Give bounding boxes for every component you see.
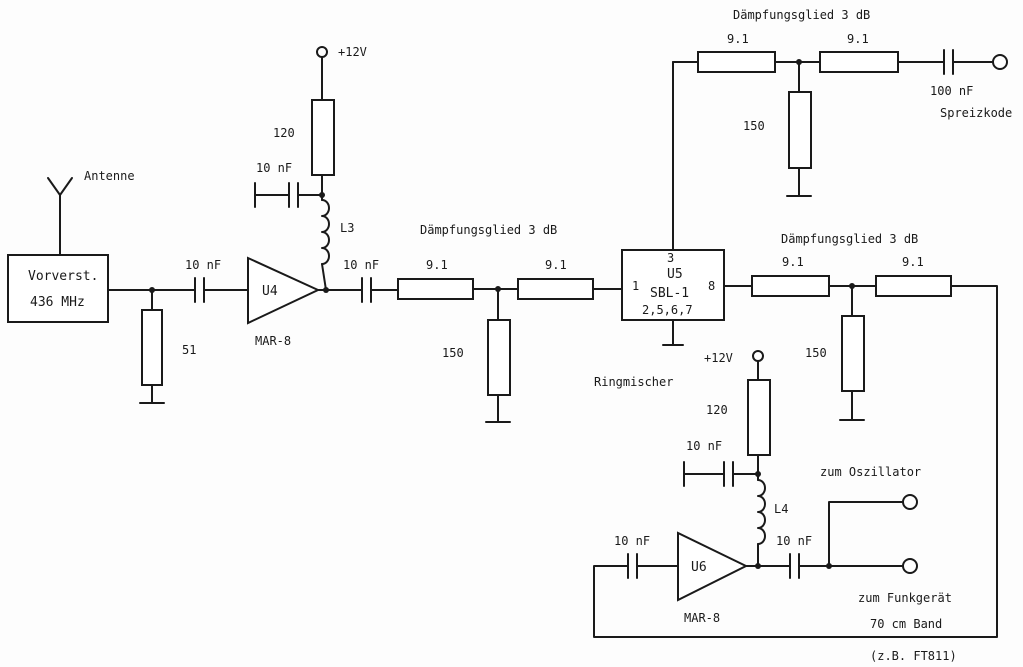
spread-code-terminal [992, 54, 1008, 70]
capacitor-u6-input [627, 553, 679, 579]
capacitor-u6-output-label: 10 nF [776, 534, 812, 548]
feedback-wire [593, 285, 998, 638]
capacitor-spread-code-label: 100 nF [930, 84, 973, 98]
u5-label: U5 [667, 267, 683, 282]
amplifier-u6 [677, 531, 749, 602]
resistor-51 [139, 289, 165, 404]
to-radio-label: zum Funkgerät [858, 591, 952, 605]
sbl1-label: SBL-1 [650, 286, 689, 301]
resistor-51-label: 51 [182, 343, 196, 357]
attenuator-2-resistor-c [788, 91, 812, 169]
preamp-label-1: Vorverst. [28, 269, 98, 284]
attenuator-1-resistor-c-label: 150 [442, 346, 464, 360]
vcc-b-label: +12V [704, 351, 733, 365]
antenna-label: Antenne [84, 169, 135, 183]
capacitor-u6-input-label: 10 nF [614, 534, 650, 548]
vcc-terminal-b [752, 350, 764, 362]
inductor-l4-label: L4 [774, 502, 788, 516]
attenuator-2-resistor-a [697, 51, 776, 73]
attenuator-2-resistor-b-label: 9.1 [847, 32, 869, 46]
pin-1-label: 1 [632, 279, 639, 293]
inductor-l3 [321, 194, 330, 291]
capacitor-decoupling-b [683, 461, 759, 487]
attenuator-3-resistor-b-label: 9.1 [902, 255, 924, 269]
capacitor-u6-output [789, 553, 904, 579]
capacitor-input [194, 277, 249, 303]
to-oscillator-label: zum Oszillator [820, 465, 921, 479]
attenuator-1-resistor-b [517, 278, 594, 300]
band-label: 70 cm Band [870, 617, 942, 631]
resistor-120-b [747, 379, 771, 456]
capacitor-spread-code [897, 49, 994, 75]
attenuator-1-resistor-c [487, 319, 511, 396]
amplifier-u4 [247, 256, 321, 325]
attenuator-1-resistor-a-label: 9.1 [426, 258, 448, 272]
capacitor-decoupling-a-label: 10 nF [256, 161, 292, 175]
pin-8-label: 8 [708, 279, 715, 293]
preamp-block [7, 254, 109, 323]
example-label: (z.B. FT811) [870, 649, 957, 663]
resistor-120-a-label: 120 [273, 126, 295, 140]
attenuator-1-resistor-b-label: 9.1 [545, 258, 567, 272]
attenuator-2-title: Dämpfungsglied 3 dB [733, 8, 870, 22]
attenuator-1-title: Dämpfungsglied 3 dB [420, 223, 557, 237]
resistor-120-a [311, 99, 335, 176]
attenuator-3-title: Dämpfungsglied 3 dB [781, 232, 918, 246]
attenuator-3-resistor-c-label: 150 [805, 346, 827, 360]
oscillator-terminal [902, 494, 918, 510]
mar8-b-label: MAR-8 [684, 611, 720, 625]
pins-ground-label: 2,5,6,7 [642, 303, 693, 317]
attenuator-3-resistor-b [875, 275, 952, 297]
inductor-l3-label: L3 [340, 221, 354, 235]
vcc-a-label: +12V [338, 45, 367, 59]
attenuator-3-resistor-a-label: 9.1 [782, 255, 804, 269]
attenuator-2-resistor-b [819, 51, 899, 73]
attenuator-3-resistor-c [841, 315, 865, 392]
resistor-120-b-label: 120 [706, 403, 728, 417]
attenuator-3-resistor-a [751, 275, 830, 297]
attenuator-1-resistor-a [397, 278, 474, 300]
attenuator-2-resistor-a-label: 9.1 [727, 32, 749, 46]
capacitor-decoupling-a [254, 182, 323, 208]
radio-terminal [902, 558, 918, 574]
capacitor-u4-output [361, 277, 399, 303]
capacitor-decoupling-b-label: 10 nF [686, 439, 722, 453]
spread-code-label: Spreizkode [940, 106, 1012, 120]
ring-mixer-label: Ringmischer [594, 375, 673, 389]
vcc-terminal-a [316, 46, 328, 58]
preamp-label-2: 436 MHz [30, 295, 85, 310]
inductor-l4 [757, 473, 766, 567]
capacitor-u4-output-label: 10 nF [343, 258, 379, 272]
u6-label: U6 [691, 560, 707, 575]
mar8-a-label: MAR-8 [255, 334, 291, 348]
pin-3-label: 3 [667, 251, 674, 265]
antenna-symbol [47, 177, 73, 256]
ring-mixer-u5 [621, 249, 725, 321]
u4-label: U4 [262, 284, 278, 299]
capacitor-input-label: 10 nF [185, 258, 221, 272]
attenuator-2-resistor-c-label: 150 [743, 119, 765, 133]
